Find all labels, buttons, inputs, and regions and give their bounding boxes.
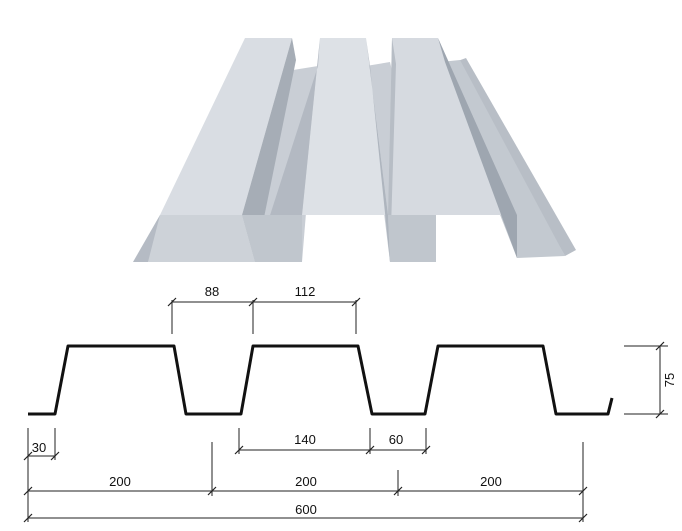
dim-label-30: 30: [32, 440, 46, 455]
dim-label-75: 75: [662, 373, 677, 387]
sheet-front-end: [242, 215, 302, 262]
sheet-front-end-2: [388, 215, 436, 262]
sheet-rib-3-wall-right: [438, 38, 517, 258]
sheet-rib-3-wall-left: [388, 38, 396, 262]
sheet-trough-3: [440, 60, 565, 258]
dim-label-200-a: 200: [109, 474, 131, 489]
dim-label-112: 112: [295, 284, 316, 299]
sheet-rib-3-top: [388, 38, 517, 215]
sheet-rib-1-top: [160, 38, 292, 215]
profile-line: [28, 344, 614, 416]
dim-label-60: 60: [389, 432, 403, 447]
sheet-rib-1-wall: [242, 38, 296, 262]
sheet-rib-1-face: [148, 215, 255, 262]
sheet-3d-render: [133, 38, 576, 262]
dim-label-140: 140: [294, 432, 316, 447]
profile-section: [28, 344, 614, 416]
dim-label-88: 88: [205, 284, 219, 299]
sheet-rib-2-top: [302, 38, 388, 215]
dimension-ticks: [23, 297, 665, 523]
dim-label-200-b: 200: [295, 474, 317, 489]
dim-label-600: 600: [295, 502, 317, 517]
dim-label-200-c: 200: [480, 474, 502, 489]
